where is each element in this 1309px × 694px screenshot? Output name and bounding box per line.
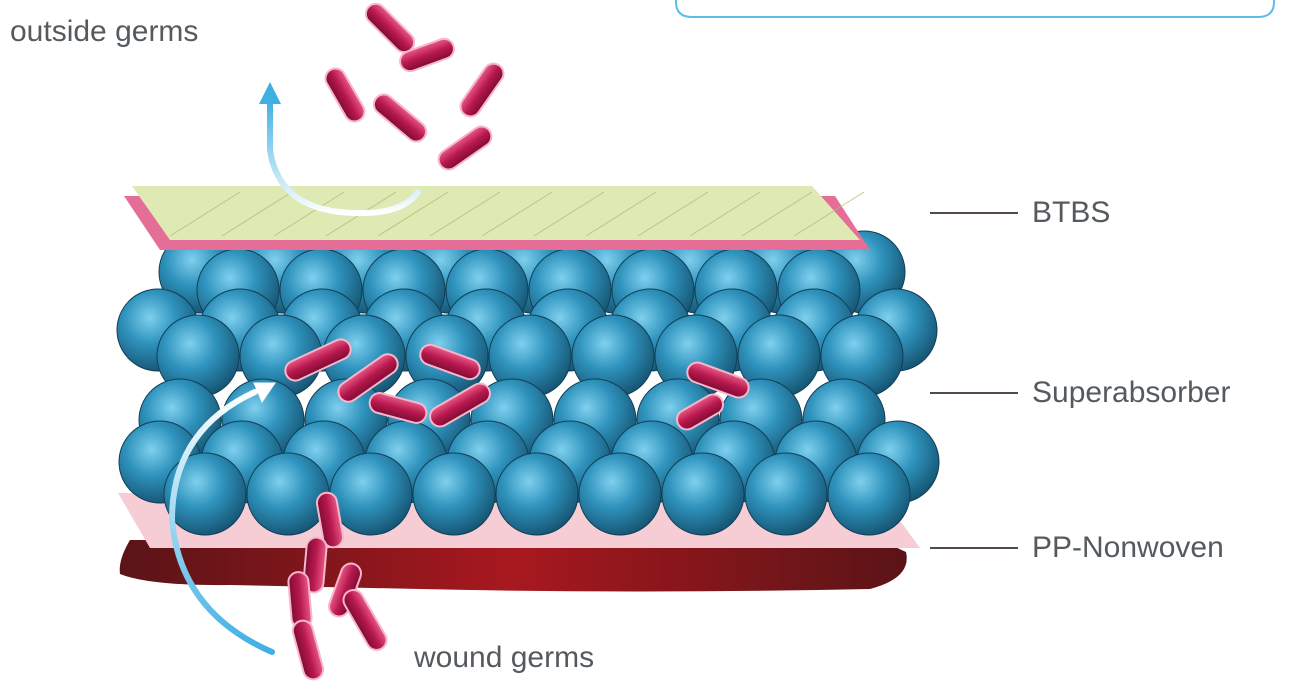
- btbs-leader-line: [930, 212, 1018, 214]
- outside-germs-label: outside germs: [10, 17, 198, 47]
- superabsorber-bead: [662, 453, 744, 535]
- superabsorber-bead: [745, 453, 827, 535]
- superabsorber-label: Superabsorber: [1032, 378, 1230, 408]
- germ: [362, 0, 419, 56]
- pp-nonwoven-label: PP-Nonwoven: [1032, 533, 1224, 563]
- superabsorber-bead: [247, 453, 329, 535]
- superabsorber-leader-line: [930, 392, 1018, 394]
- germ: [370, 90, 430, 145]
- superabsorber-bead: [413, 453, 495, 535]
- superabsorber-bead: [330, 453, 412, 535]
- germ: [322, 65, 368, 125]
- germ: [457, 60, 508, 121]
- callout-box: [676, 0, 1274, 17]
- pp-nonwoven-leader-line: [930, 547, 1018, 549]
- superabsorber-bead: [828, 453, 910, 535]
- wound-germs-label: wound germs: [414, 643, 594, 673]
- germ: [435, 123, 496, 174]
- superabsorber-bead: [579, 453, 661, 535]
- outside-germs-arrowhead: [259, 82, 281, 104]
- superabsorber-beads: [117, 231, 939, 535]
- superabsorber-bead: [496, 453, 578, 535]
- btbs-label: BTBS: [1032, 198, 1110, 228]
- germ: [340, 586, 390, 653]
- germ: [291, 618, 326, 681]
- btbs-layer: [124, 186, 870, 250]
